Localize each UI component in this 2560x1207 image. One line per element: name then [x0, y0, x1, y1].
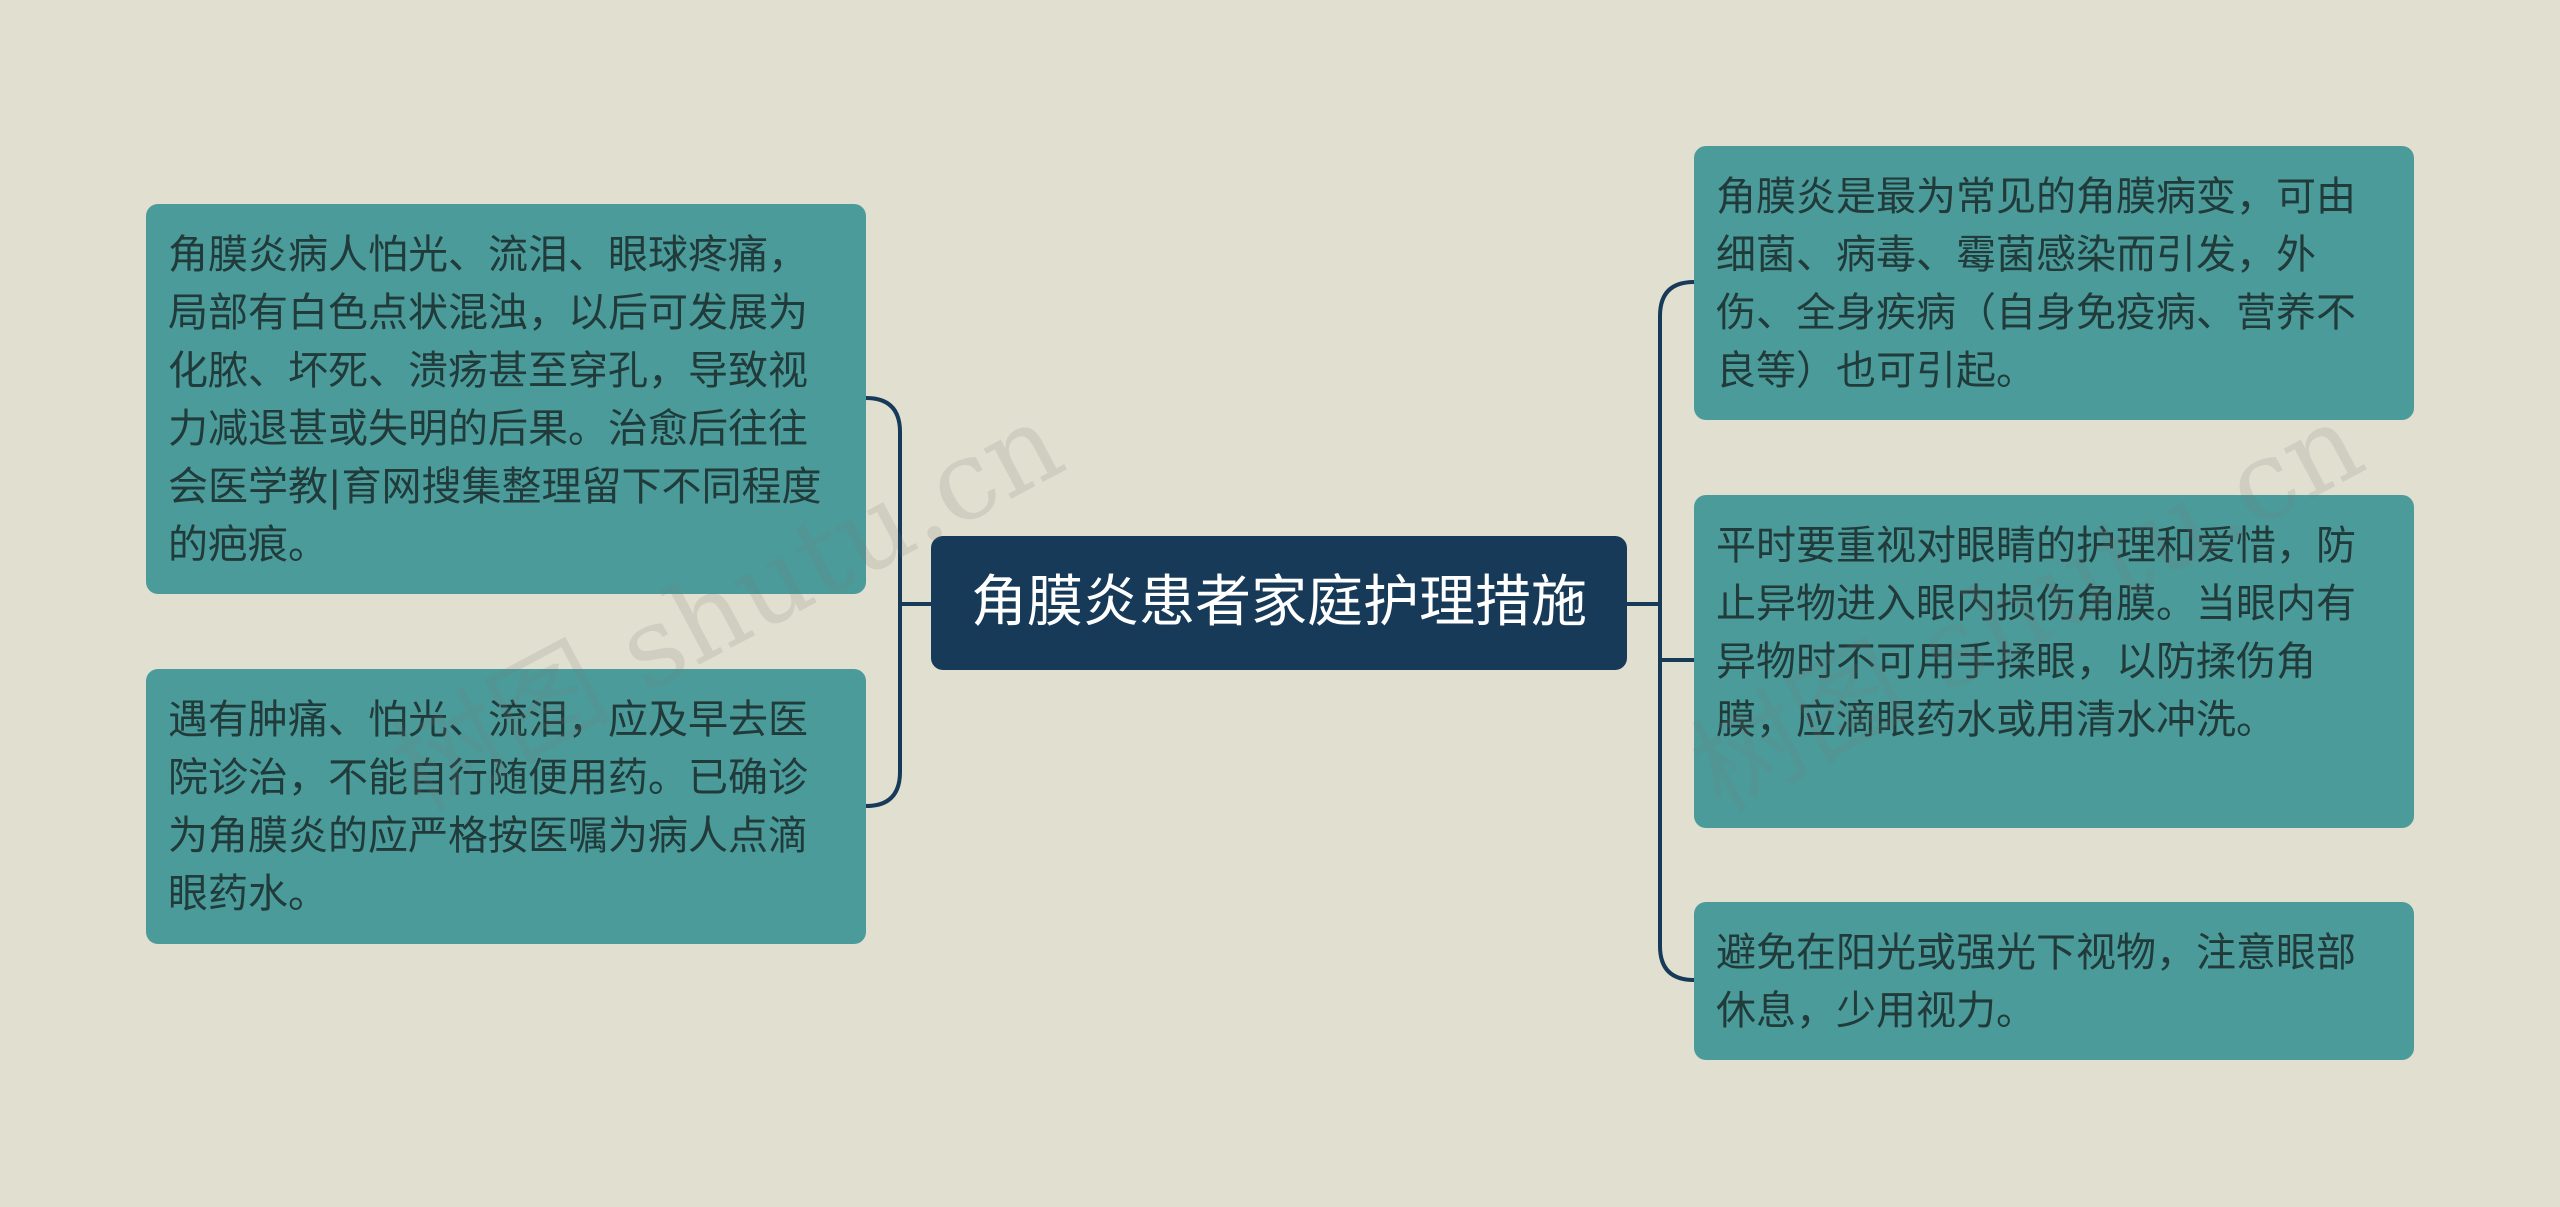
left-branch-2[interactable]: 遇有肿痛、怕光、流泪，应及早去医院诊治，不能自行随便用药。已确诊为角膜炎的应严格…: [146, 669, 866, 944]
right-branch-2[interactable]: 平时要重视对眼睛的护理和爱惜，防止异物进入眼内损伤角膜。当眼内有异物时不可用手揉…: [1694, 495, 2414, 828]
right-branch-1[interactable]: 角膜炎是最为常见的角膜病变，可由细菌、病毒、霉菌感染而引发，外伤、全身疾病（自身…: [1694, 146, 2414, 420]
left-branch-1[interactable]: 角膜炎病人怕光、流泪、眼球疼痛，局部有白色点状混浊，以后可发展为化脓、坏死、溃疡…: [146, 204, 866, 594]
central-topic[interactable]: 角膜炎患者家庭护理措施: [931, 536, 1627, 670]
connector-right-bracket: [1658, 280, 1696, 982]
connector-left-bracket: [864, 396, 902, 808]
right-branch-3[interactable]: 避免在阳光或强光下视物，注意眼部休息，少用视力。: [1694, 902, 2414, 1060]
